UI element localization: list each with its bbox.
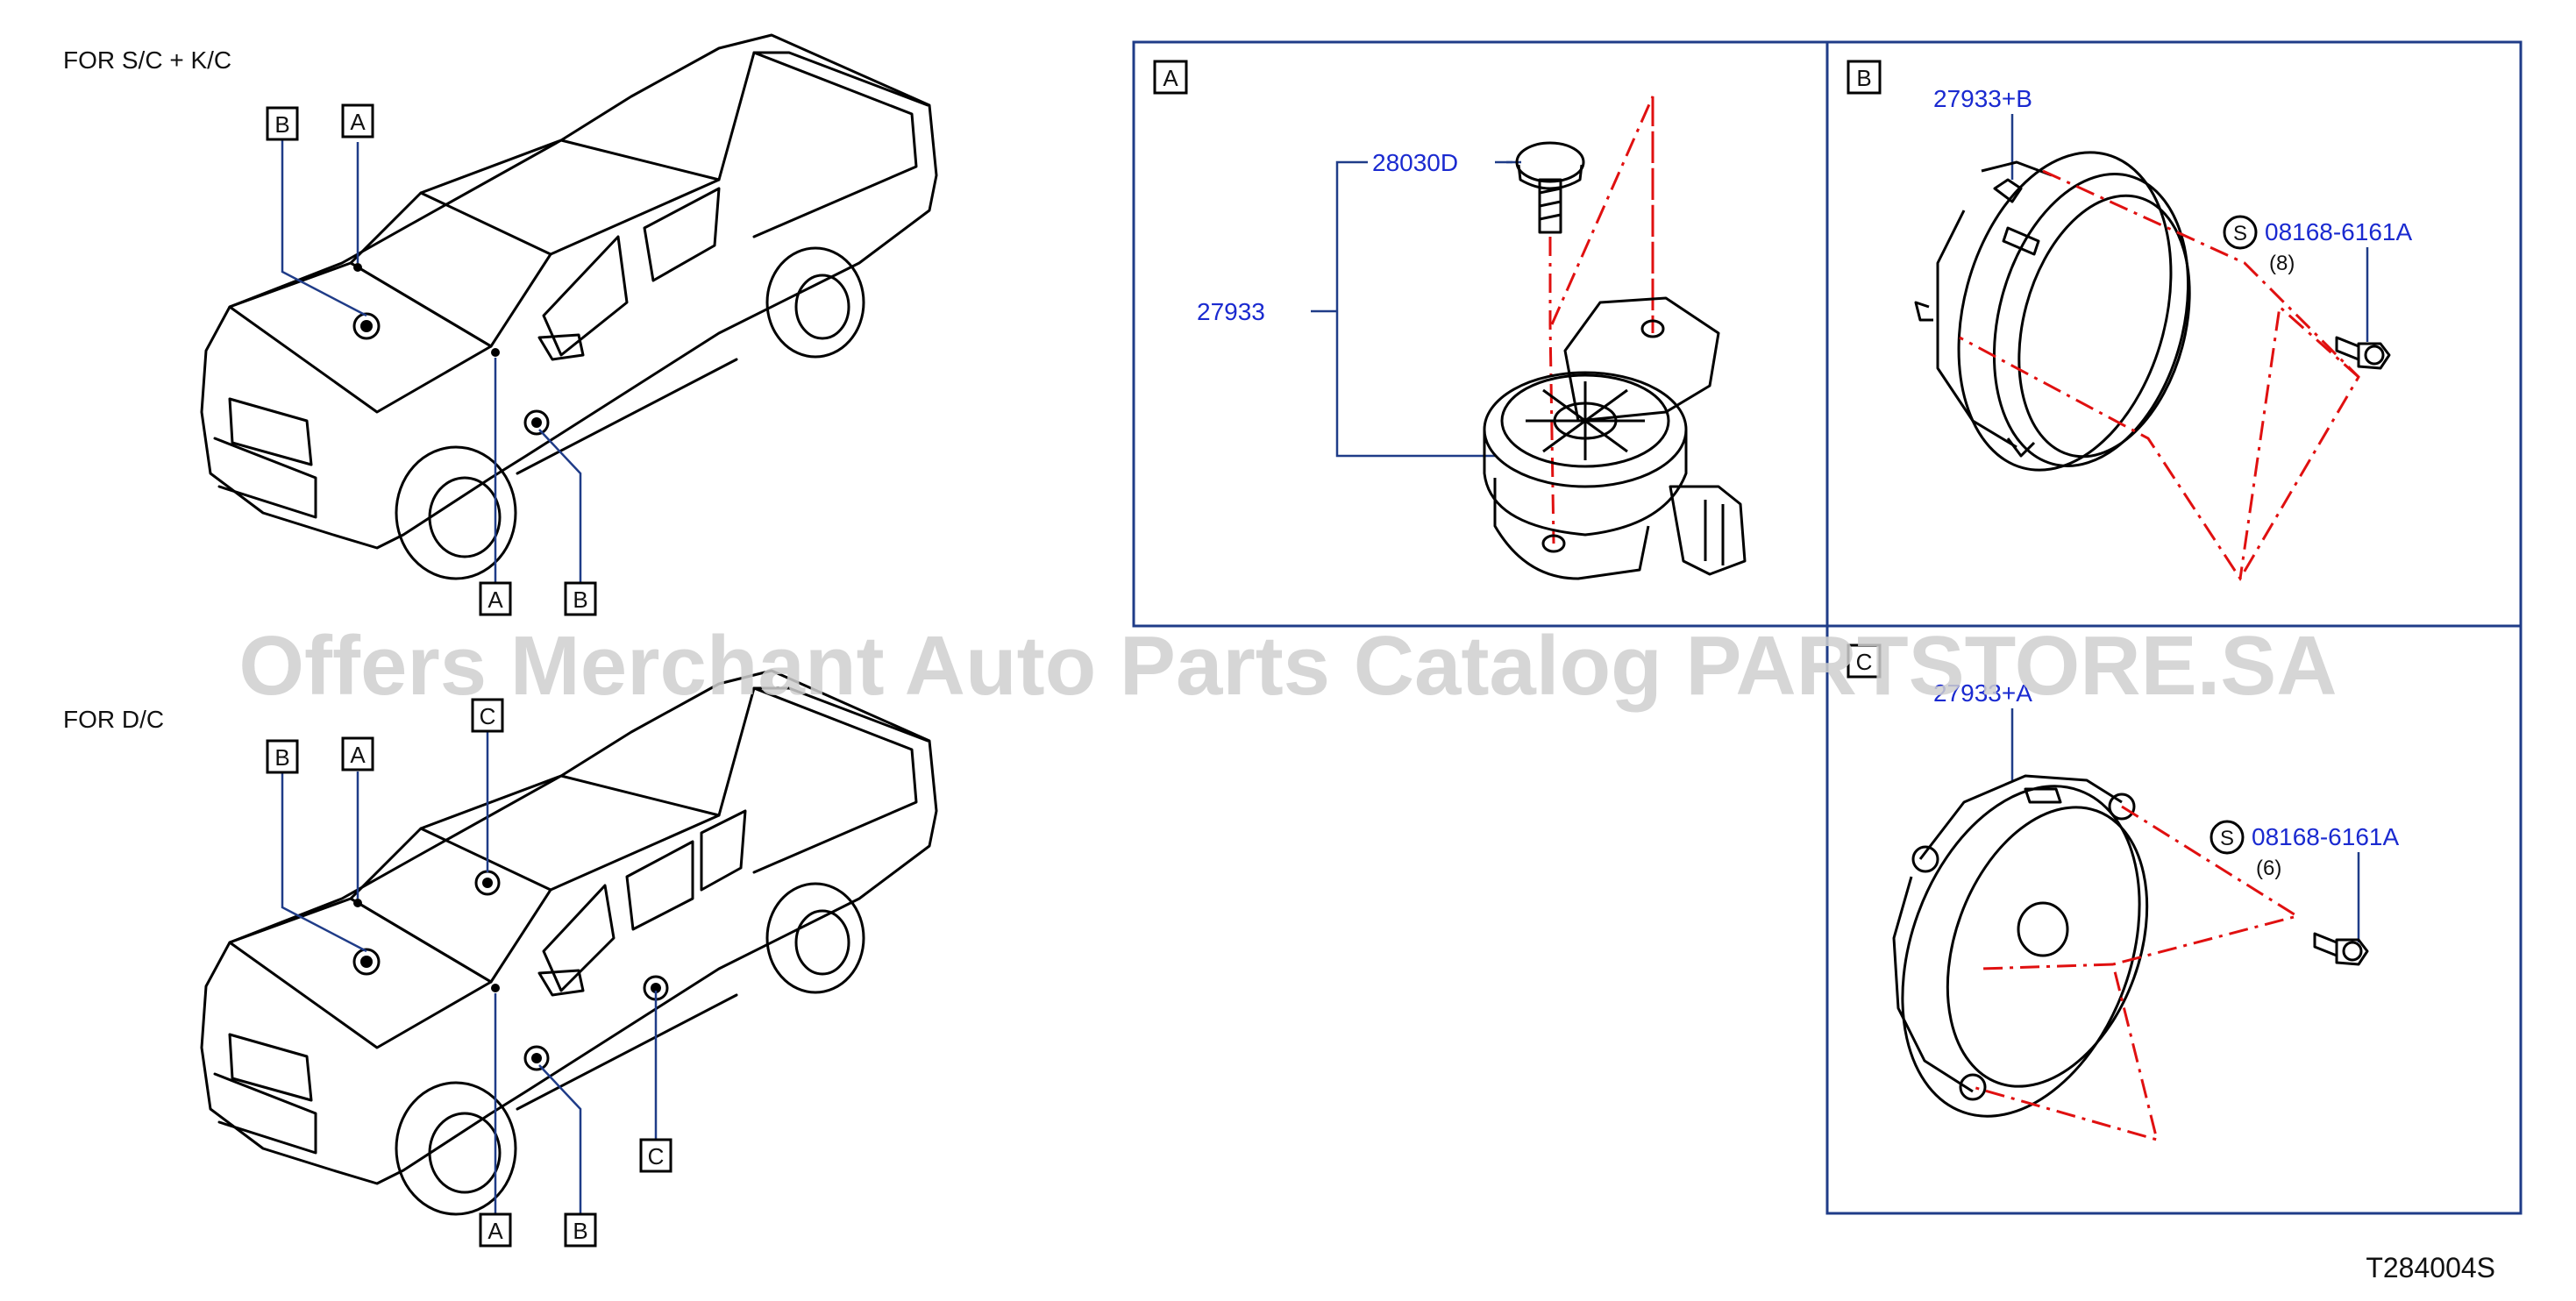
part-number-08168-6161a-b[interactable]: 08168-6161A <box>2265 218 2412 245</box>
svg-text:A: A <box>350 109 366 135</box>
callout-box-b-dc-left: B <box>266 739 299 774</box>
callout-box-b-dc-bottom: B <box>564 1212 597 1248</box>
speaker-27933-b-drawing <box>1914 151 2191 472</box>
panel-b-frame <box>1825 40 2523 628</box>
speaker-27933-a-drawing <box>1892 774 2149 1118</box>
panel-c-tag: C <box>1847 643 1882 679</box>
callout-box-b-top-bottom: B <box>564 581 597 616</box>
diagram-code: T284004S <box>2366 1252 2495 1283</box>
part-number-27933-a[interactable]: 27933+A <box>1933 679 2032 707</box>
screw-28030d-drawing <box>1515 141 1585 234</box>
svg-text:A: A <box>487 587 503 613</box>
panel-a-tag: A <box>1153 60 1188 95</box>
callout-box-a-top-bottom: A <box>479 581 512 616</box>
svg-text:C: C <box>480 703 496 729</box>
watermark-text: Offers Merchant Auto Parts Catalog PARTS… <box>238 619 2337 713</box>
svg-text:A: A <box>487 1218 503 1244</box>
bolt-symbol-c: S <box>2210 820 2245 855</box>
callout-box-a-top-left: A <box>341 103 374 139</box>
callout-box-a-dc-left: A <box>341 736 374 771</box>
svg-text:S: S <box>2233 222 2247 245</box>
svg-text:B: B <box>274 744 289 771</box>
tweeter-27933-drawing <box>1483 296 1747 580</box>
callout-box-b-top-left: B <box>266 106 299 141</box>
callout-box-a-dc-bottom: A <box>479 1212 512 1248</box>
bolt-quantity-b: (8) <box>2269 252 2295 275</box>
svg-text:B: B <box>274 111 289 138</box>
truck-illustration-dc <box>200 669 938 1216</box>
truck-illustration-sc <box>200 33 938 580</box>
svg-text:C: C <box>648 1143 665 1169</box>
svg-text:A: A <box>350 742 366 768</box>
variant-heading-dc: FOR D/C <box>63 706 164 733</box>
svg-text:A: A <box>1163 65 1178 91</box>
bolt-08168-c-drawing <box>2313 932 2369 966</box>
part-number-27933[interactable]: 27933 <box>1197 298 1265 325</box>
svg-text:B: B <box>1856 65 1871 91</box>
variant-heading-sc-kc: FOR S/C + K/C <box>63 46 231 74</box>
bolt-symbol-b: S <box>2223 215 2258 250</box>
callout-box-c-dc-top: C <box>471 698 504 733</box>
bolt-08168-b-drawing <box>2335 336 2391 370</box>
callout-box-c-dc-bottom: C <box>639 1138 672 1173</box>
svg-text:S: S <box>2220 827 2234 850</box>
bolt-quantity-c: (6) <box>2256 857 2281 880</box>
part-number-08168-6161a-c[interactable]: 08168-6161A <box>2252 823 2399 850</box>
svg-text:B: B <box>573 587 587 613</box>
panel-c-frame <box>1825 624 2523 1215</box>
panel-b-tag: B <box>1847 60 1882 95</box>
svg-text:C: C <box>1856 649 1873 675</box>
svg-text:B: B <box>573 1218 587 1244</box>
part-number-28030d[interactable]: 28030D <box>1372 149 1458 176</box>
part-number-27933-b[interactable]: 27933+B <box>1933 85 2032 112</box>
